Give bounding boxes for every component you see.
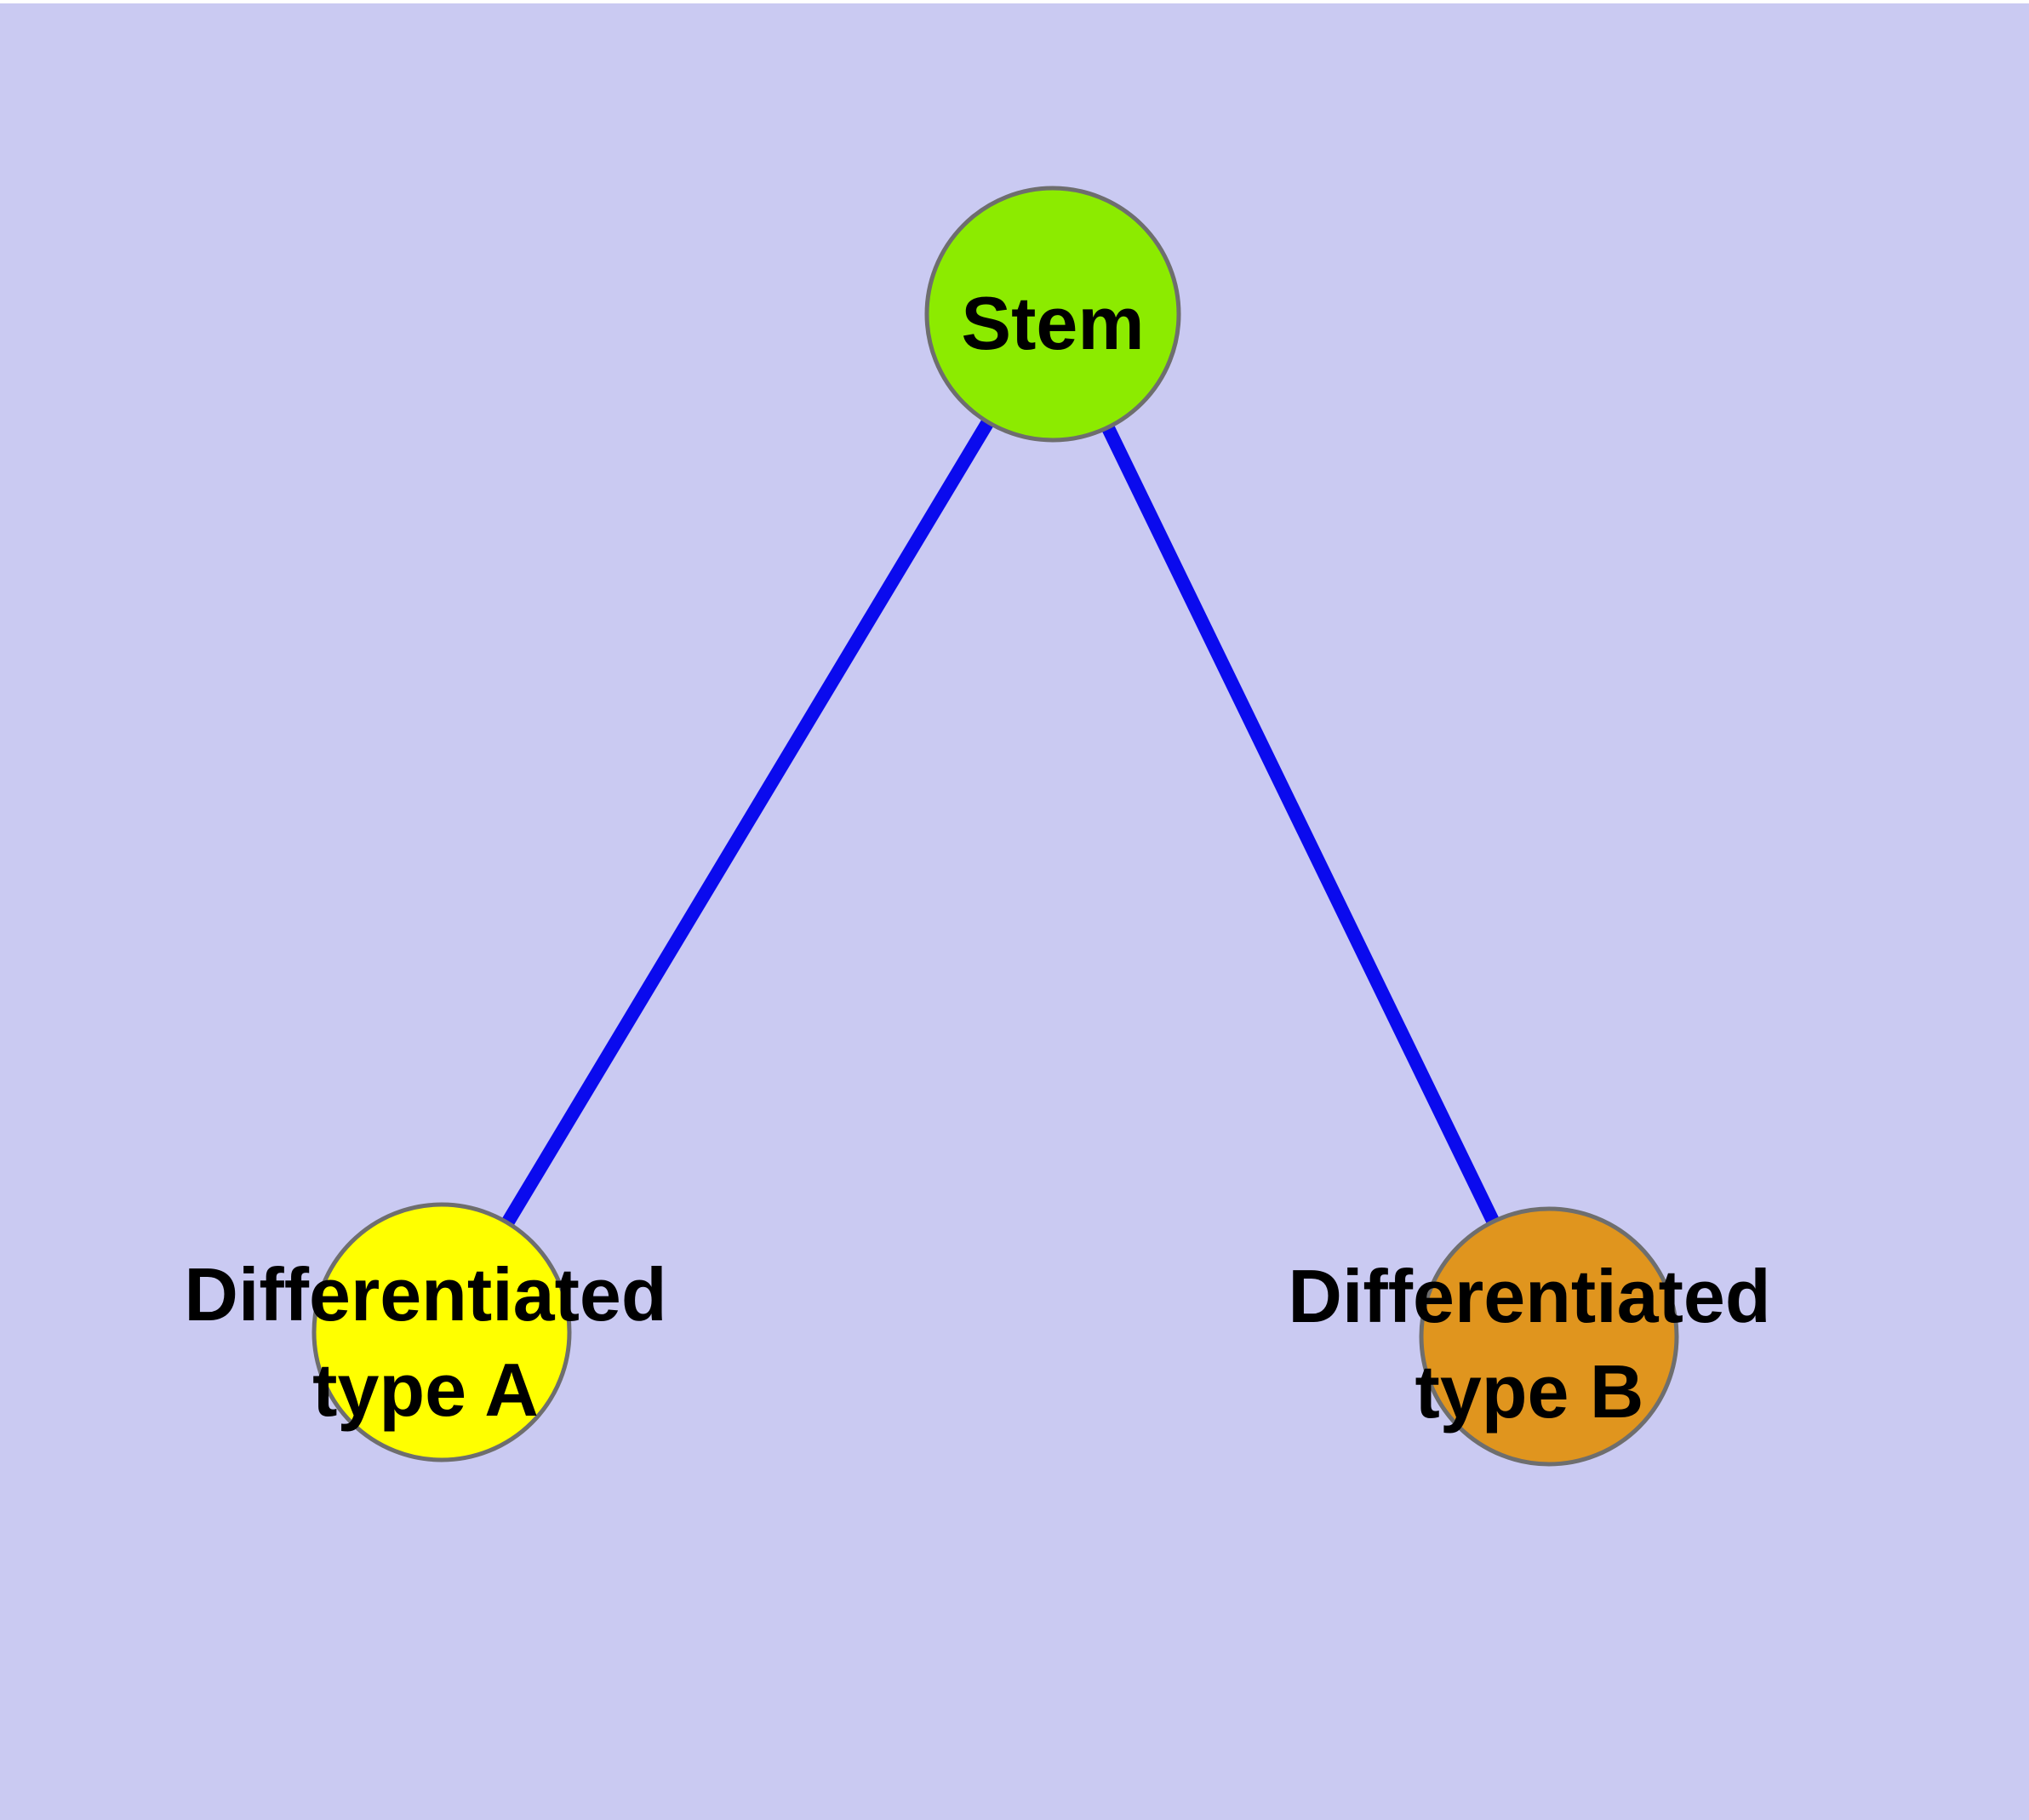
edge-stem-to-type-b (1046, 311, 1556, 1340)
type-a-node-label-line1: Differentiated (184, 1252, 666, 1336)
type-a-node-circle (311, 1202, 572, 1462)
type-b-node-circle (1419, 1206, 1679, 1467)
type-b-node-label-line2: type B (1415, 1349, 1644, 1434)
type-a-node-label-line2: type A (312, 1348, 539, 1432)
type-b-node-label-line1: Differentiated (1288, 1254, 1770, 1338)
stem-node-label: Stem (961, 281, 1144, 365)
edge-stem-to-type-a (436, 310, 1059, 1336)
stem-node-circle (924, 186, 1181, 443)
